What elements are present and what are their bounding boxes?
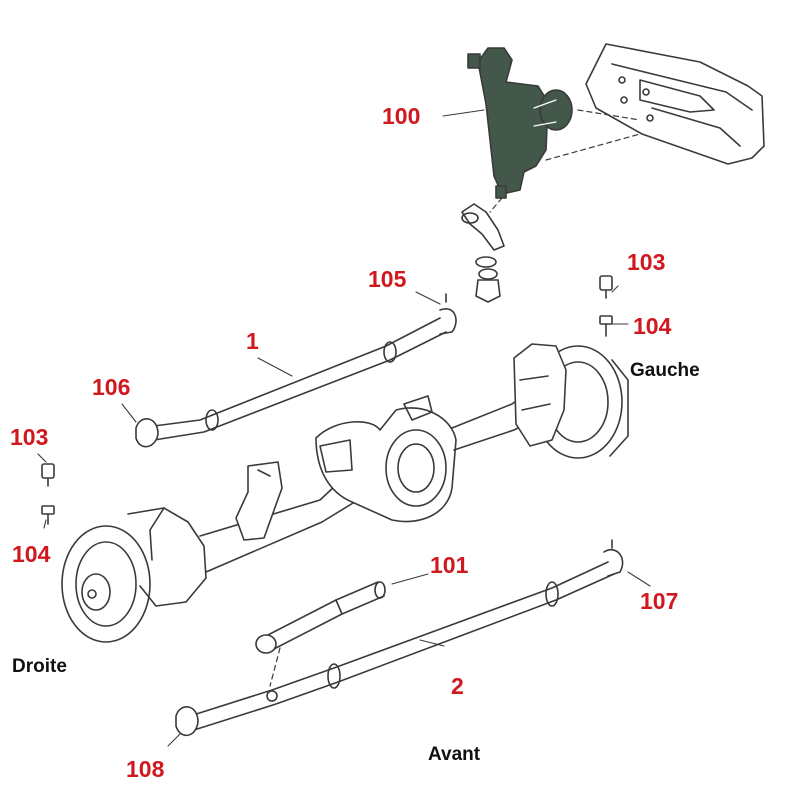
callout-107: 107 [640, 588, 679, 614]
steering-gear-box [467, 47, 573, 199]
callout-100: 100 [382, 103, 421, 129]
callout-103-gauche: 103 [627, 249, 666, 275]
callout-104-droite: 104 [12, 541, 51, 567]
drag-link [135, 293, 457, 448]
pitman-arm [461, 203, 505, 303]
steering-damper [255, 581, 386, 687]
tie-rod [175, 539, 624, 737]
front-axle [61, 343, 629, 643]
callout-108: 108 [126, 756, 165, 782]
callout-1: 1 [246, 328, 259, 354]
label-droite: Droite [12, 656, 67, 677]
callout-2: 2 [451, 673, 464, 699]
label-avant: Avant [428, 744, 481, 765]
label-gauche: Gauche [630, 360, 700, 381]
hardware-droite [41, 463, 55, 525]
callout-104-gauche: 104 [633, 313, 672, 339]
callout-101: 101 [430, 552, 469, 578]
hardware-gauche [599, 275, 613, 337]
callout-103-droite: 103 [10, 424, 49, 450]
frame-rail [585, 43, 765, 165]
callout-105: 105 [368, 266, 407, 292]
callout-106: 106 [92, 374, 131, 400]
